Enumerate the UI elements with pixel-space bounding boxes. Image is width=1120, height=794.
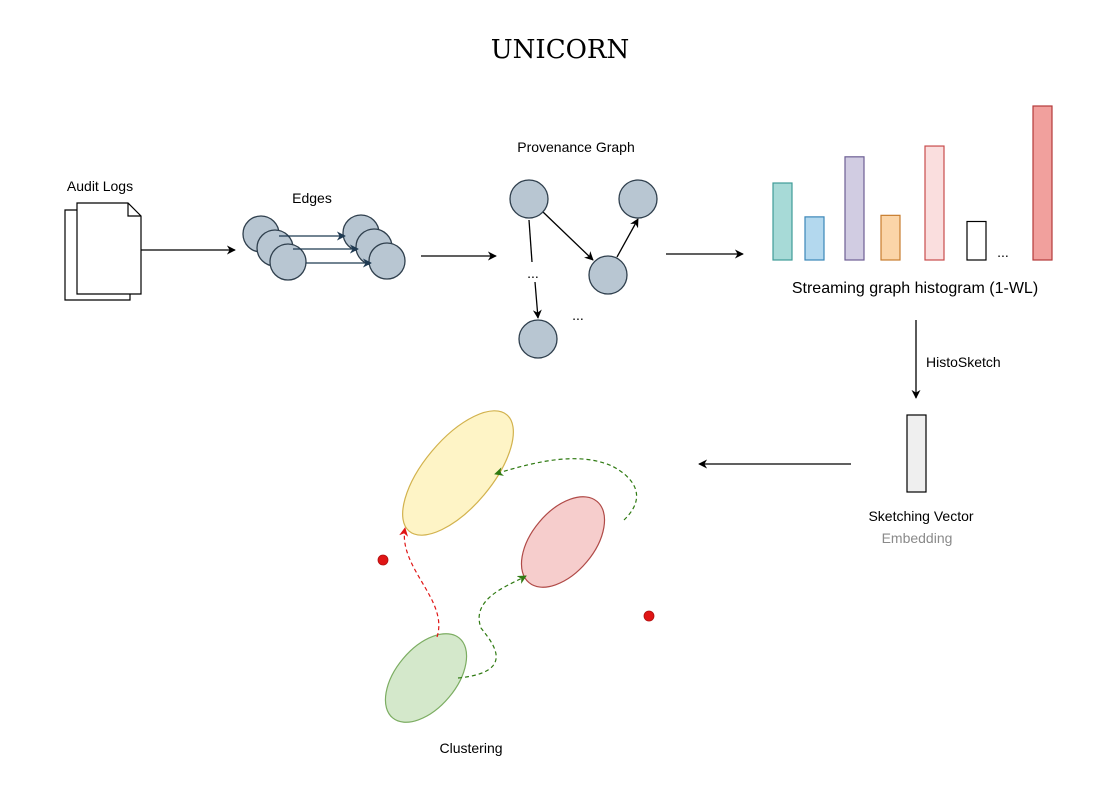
- clustering-stage: Clustering: [377, 410, 655, 756]
- graph-edge: [616, 218, 639, 258]
- histogram-bar: [924, 145, 945, 261]
- sketching-vector-bar: [906, 414, 927, 493]
- red-cluster: [520, 496, 606, 588]
- edges-label: Edges: [292, 190, 332, 206]
- document-stack-icon: [64, 202, 142, 301]
- edges-stage: Edges: [242, 190, 406, 281]
- outlier-point: [377, 554, 389, 566]
- graph-node: [618, 179, 658, 219]
- histosketch-label: HistoSketch: [926, 354, 1001, 370]
- edge-source-node: [269, 243, 307, 281]
- clustering-label: Clustering: [439, 740, 502, 756]
- graph-node: [509, 179, 549, 219]
- streaming-histogram: [772, 105, 1053, 261]
- embedding-label: Embedding: [882, 530, 953, 546]
- histogram-bar: [1032, 105, 1053, 261]
- graph-edge: [542, 211, 594, 261]
- graph-edge: [528, 219, 533, 263]
- histogram-label: Streaming graph histogram (1-WL): [792, 280, 1038, 297]
- graph-edge: [532, 281, 542, 319]
- sketching-vector-label: Sketching Vector: [868, 508, 973, 524]
- outlier-point: [643, 610, 655, 622]
- histogram-ellipsis: ...: [997, 244, 1009, 260]
- green-transition-path: [457, 575, 527, 679]
- red-transition-path: [399, 527, 440, 638]
- audit-logs-label: Audit Logs: [67, 178, 133, 194]
- graph-ellipsis: ...: [527, 265, 539, 281]
- histogram-bar: [804, 216, 825, 261]
- histogram-bar: [844, 156, 865, 261]
- graph-ellipsis: ...: [572, 307, 584, 323]
- green-transition-path: [494, 458, 638, 521]
- histogram-bar: [772, 182, 793, 261]
- edge-target-node: [368, 242, 406, 280]
- graph-node: [588, 255, 628, 295]
- graph-node: [518, 319, 558, 359]
- diagram-title: UNICORN: [491, 35, 629, 65]
- histogram-bar: [966, 220, 987, 261]
- histogram-bar: [880, 214, 901, 261]
- provenance-graph-label: Provenance Graph: [517, 139, 635, 155]
- yellow-cluster: [402, 410, 514, 536]
- green-cluster: [384, 633, 468, 723]
- provenance-graph-stage: Provenance Graph ... ...: [509, 139, 658, 359]
- audit-logs-stage: Audit Logs: [64, 178, 142, 301]
